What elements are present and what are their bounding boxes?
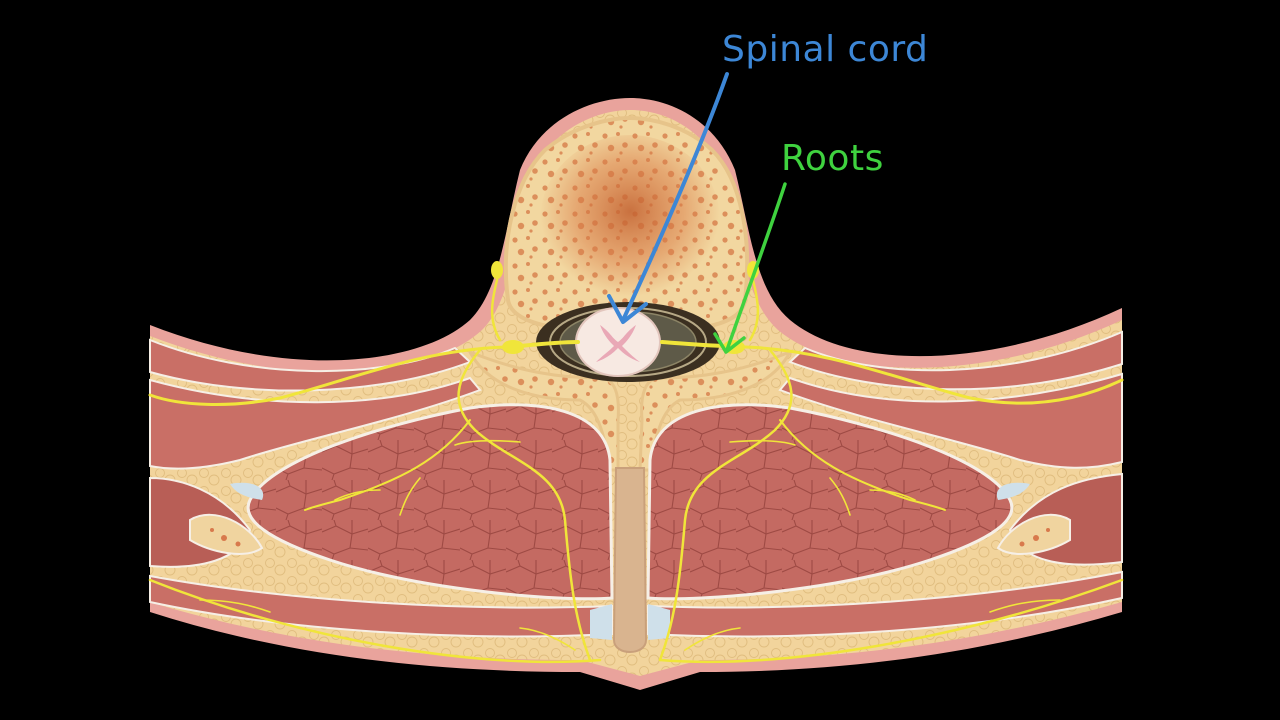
midline-fascial-space xyxy=(590,604,670,640)
roots-arrow-icon xyxy=(713,182,787,354)
right-rib xyxy=(996,513,1071,555)
nerves xyxy=(148,261,1124,664)
left-superficial-muscle-mid xyxy=(149,376,482,470)
left-ganglion xyxy=(502,340,524,354)
right-fascial-space xyxy=(996,482,1030,500)
spinous-process-ligament xyxy=(612,467,648,653)
left-rib xyxy=(189,513,264,555)
spinal-cord-label: Spinal cord xyxy=(722,29,929,70)
left-sympathetic-ganglion xyxy=(491,261,503,279)
roots-label: Roots xyxy=(781,138,884,179)
left-deep-back-muscle xyxy=(246,403,614,601)
spinal-cord-arrow-icon xyxy=(607,72,729,324)
gray-matter xyxy=(596,325,640,362)
right-superficial-muscle-mid xyxy=(778,372,1123,469)
left-nerve-root xyxy=(518,340,580,348)
left-fascial-space xyxy=(230,482,264,500)
right-superficial-muscle-upper xyxy=(788,330,1123,391)
right-deep-back-muscle xyxy=(646,403,1014,601)
vertebral-body-core xyxy=(540,135,720,305)
